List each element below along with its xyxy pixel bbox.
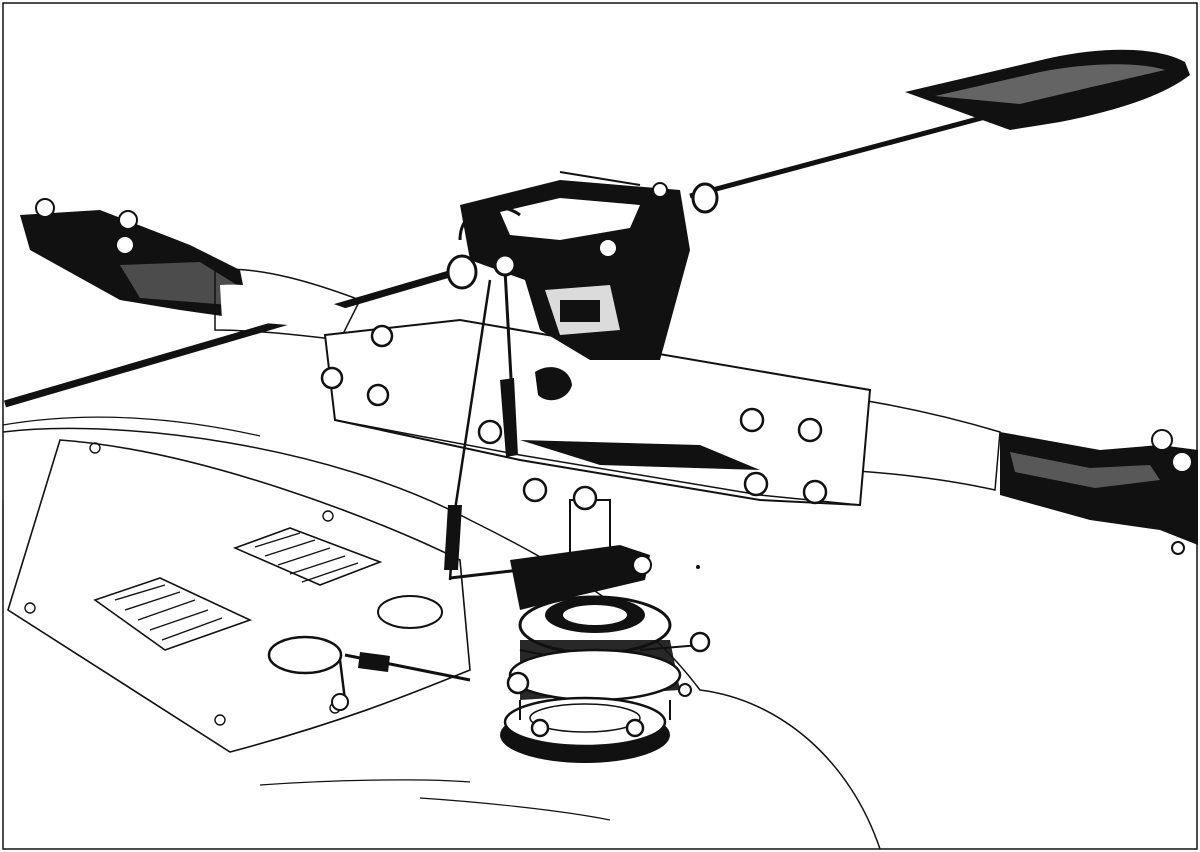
hex-nut-icon xyxy=(797,417,823,443)
panel-screw xyxy=(24,602,36,614)
panel-opening-ring xyxy=(267,635,343,675)
hex-nut-icon xyxy=(598,238,618,258)
hex-nut-icon xyxy=(1171,451,1193,473)
panel-screw xyxy=(214,714,226,726)
hex-nut-icon xyxy=(652,182,668,198)
vent-icon xyxy=(232,527,383,586)
panel-screw xyxy=(322,510,334,522)
blade-grip-left xyxy=(20,198,362,341)
blade-grip-right xyxy=(829,394,1198,545)
hex-nut-icon xyxy=(522,477,548,503)
control-linkage xyxy=(331,253,521,711)
hex-nut-icon xyxy=(320,366,344,390)
hex-nut-icon xyxy=(115,235,135,255)
swashplate-icon xyxy=(506,595,711,702)
hex-nut-icon xyxy=(35,198,55,218)
flybar-carrier xyxy=(446,171,719,360)
vent-icon xyxy=(93,577,253,651)
flybar-icon xyxy=(4,102,1031,408)
hex-nut-icon xyxy=(118,210,138,230)
hex-nut-icon xyxy=(739,407,765,433)
hex-nut-icon xyxy=(477,419,503,445)
rotor-blade-icon xyxy=(905,49,1190,130)
hex-nut-icon xyxy=(743,471,769,497)
rotor-shaft xyxy=(510,477,652,610)
hex-nut-icon xyxy=(572,485,598,511)
hex-nut-icon xyxy=(370,324,394,348)
hex-nut-icon xyxy=(366,383,390,407)
hex-nut-icon xyxy=(632,555,652,575)
panel-screw xyxy=(89,442,101,454)
rotor-base-mount xyxy=(500,683,692,763)
hex-nut-icon xyxy=(802,479,828,505)
panel-opening-ring xyxy=(377,595,443,629)
rotor-hub-plate xyxy=(320,318,872,507)
hex-nut-icon xyxy=(1151,429,1173,451)
